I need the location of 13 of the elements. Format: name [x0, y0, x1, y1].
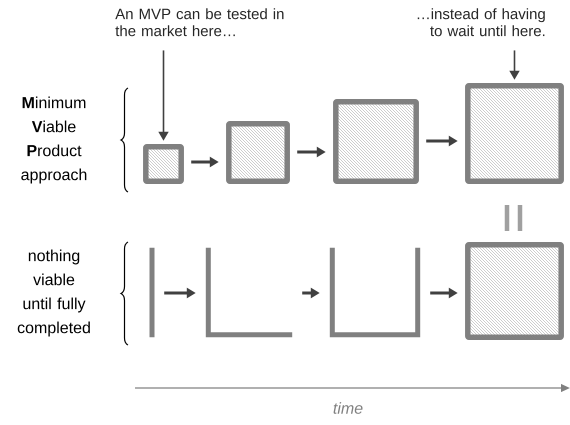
l-shape	[206, 248, 292, 338]
annotation-text: …instead of having to wait until here.	[418, 8, 545, 36]
annotation-text: An MVP can be tested in the market here…	[115, 8, 284, 36]
hatched-square	[226, 121, 290, 184]
hatched-square	[333, 99, 419, 184]
side-label: nothing viable until fully completed	[18, 250, 90, 336]
hatched-square	[143, 144, 184, 184]
side-label: Minimum Viable Product approach	[21, 96, 86, 184]
vertical-bar	[150, 248, 154, 338]
u-shape	[330, 248, 420, 338]
hatched-square	[465, 83, 564, 184]
axis-label: time	[334, 402, 363, 414]
hatched-square	[465, 242, 564, 340]
